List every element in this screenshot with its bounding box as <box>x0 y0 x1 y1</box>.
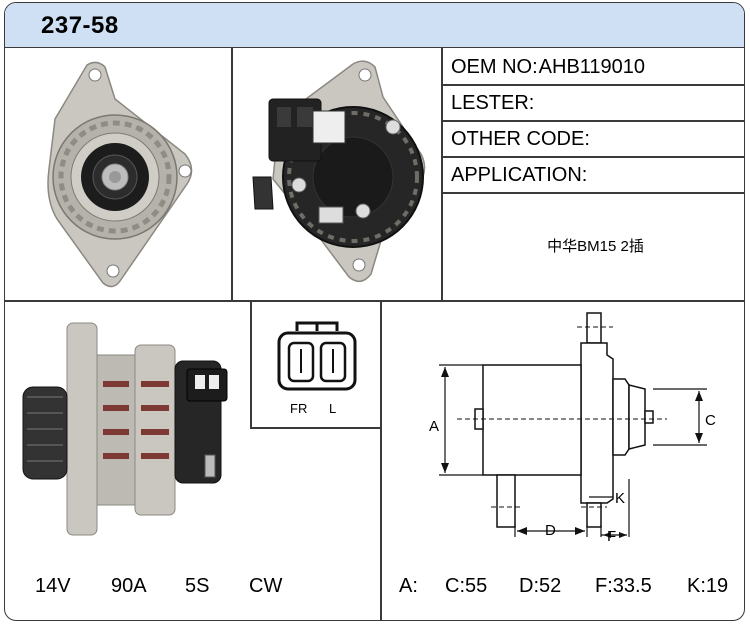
dimension-drawing: A C D F K <box>429 312 716 545</box>
dim-label-f: F <box>607 528 616 545</box>
dimension-d: D:52 <box>519 575 562 597</box>
dimension-k: K:19 <box>687 575 729 597</box>
dimension-c: C:55 <box>445 575 488 597</box>
product-card: 237-58 OEM NO:AHB119010 LESTER: OTHER CO… <box>4 2 745 621</box>
other-code-label: OTHER CODE: <box>451 128 590 150</box>
dimension-a: A: <box>399 575 418 597</box>
connector-label-fr: FR <box>290 401 308 416</box>
lester-label: LESTER: <box>451 92 535 114</box>
other-code-field: OTHER CODE: <box>451 128 591 151</box>
divider <box>5 300 744 302</box>
part-number-title: 237-58 <box>41 12 119 39</box>
divider <box>441 156 744 158</box>
spec-rotation: CW <box>249 575 283 597</box>
oem-label: OEM NO: <box>451 56 538 78</box>
dim-label-d: D <box>545 522 556 539</box>
spec-current: 90A <box>111 575 147 597</box>
application-value: 中华BM15 2插 <box>547 238 644 255</box>
divider <box>441 192 744 194</box>
connector-diagram <box>277 321 357 391</box>
alternator-side-image <box>22 322 228 536</box>
divider <box>380 300 382 620</box>
application-field: APPLICATION: <box>451 164 587 187</box>
divider <box>250 300 252 428</box>
dim-label-a: A <box>429 418 439 435</box>
application-label: APPLICATION: <box>451 164 588 186</box>
divider <box>441 84 744 86</box>
oem-value: AHB119010 <box>538 56 646 78</box>
header-bar: 237-58 <box>5 3 744 48</box>
dim-label-c: C <box>705 412 716 429</box>
connector-label-l: L <box>329 401 337 416</box>
spec-voltage: 14V <box>35 575 71 597</box>
oem-number-field: OEM NO:AHB119010 <box>451 56 645 79</box>
divider <box>441 120 744 122</box>
spec-pulley: 5S <box>185 575 210 597</box>
lester-field: LESTER: <box>451 92 535 115</box>
alternator-front-image <box>47 61 193 288</box>
dim-label-k: K <box>615 490 625 507</box>
divider <box>231 47 233 301</box>
divider <box>441 47 443 301</box>
divider <box>250 427 381 429</box>
alternator-rear-image <box>252 60 426 283</box>
dimension-f: F:33.5 <box>595 575 652 597</box>
